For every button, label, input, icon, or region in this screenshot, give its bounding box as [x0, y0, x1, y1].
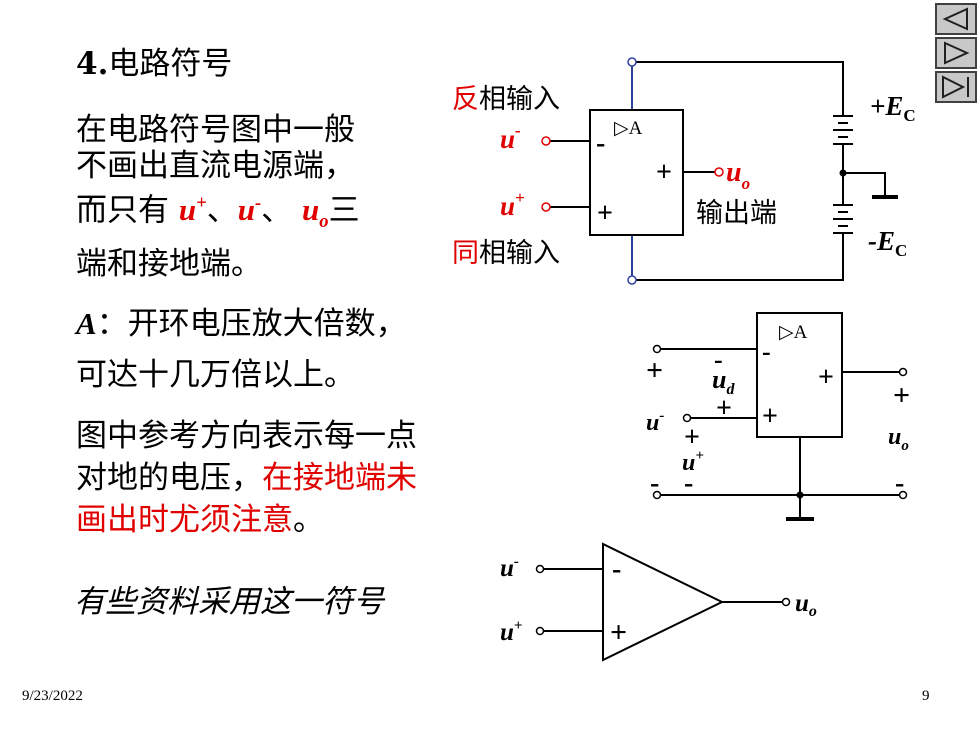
noninverting-input-label: 同相输入 [452, 238, 560, 268]
para3-line1: 图中参考方向表示每一点 [76, 418, 417, 454]
uo-label: uo [726, 157, 750, 193]
nav-end-button[interactable] [935, 71, 977, 103]
section-heading: 4.电路符号 [76, 46, 232, 82]
para3-line2-red: 在接地端未 [262, 460, 417, 496]
uplus-minus: - [684, 468, 693, 499]
ud-label: ud [712, 365, 735, 398]
tri-u-plus: u+ [500, 618, 522, 646]
para3-line3-end: 。 [293, 502, 324, 538]
left-minus: - [650, 468, 659, 499]
u-o: uo [302, 192, 329, 233]
u-plus: u+ [178, 192, 207, 228]
para1-line3-post: 三 [328, 192, 360, 229]
ec-positive-label: +EC [870, 91, 916, 125]
uplus-plus: + [684, 422, 700, 453]
para2-line1-text: ：开环电压放大倍数， [96, 306, 407, 342]
triangle-opamp-symbol: u- u+ - + uo [500, 542, 817, 662]
u-plus-2: u+ [682, 448, 704, 476]
heading-title: 电路符号 [108, 46, 233, 82]
para1-line2: 不画出直流电源端， [76, 148, 355, 184]
box2-label: ▷A [779, 322, 808, 343]
ec-negative-label: -EC [868, 226, 907, 260]
tri-plus: + [610, 616, 627, 649]
box-minus-sign: - [596, 128, 605, 159]
ud-plus: + [716, 393, 732, 424]
footer-date: 9/23/2022 [22, 688, 83, 704]
u-minus-2: u- [646, 408, 664, 436]
tri-minus: - [612, 554, 621, 585]
output-label: 输出端 [696, 198, 777, 228]
box2-minus: - [762, 337, 771, 366]
para2-line1: A：开环电压放大倍数， [76, 306, 407, 342]
box2-plus: + [762, 401, 778, 432]
para2-line2: 可达十几万倍以上。 [76, 357, 355, 393]
left-plus: + [646, 354, 663, 387]
uo-2: uo [888, 424, 909, 454]
u-minus: u- [237, 192, 262, 228]
para1-line3-pre: 而只有 [76, 192, 179, 229]
nav-back-button[interactable] [935, 3, 977, 35]
box-label: ▷A [614, 118, 643, 139]
back-icon [942, 7, 968, 31]
para3-line2-black: 对地的电压， [76, 460, 262, 496]
para1-line1: 在电路符号图中一般 [76, 112, 355, 148]
box2-out-plus: + [818, 362, 834, 393]
sep1: 、 [206, 192, 238, 229]
tri-u-minus: u- [500, 554, 519, 582]
para3-line3: 画出时尤须注意。 [76, 502, 324, 538]
para3-line3-red: 画出时尤须注意 [76, 502, 293, 538]
forward-icon [944, 41, 970, 65]
u-minus-label: u- [500, 121, 521, 154]
nav-forward-button[interactable] [935, 37, 977, 69]
heading-number: 4. [76, 46, 109, 82]
ud-minus: - [714, 345, 723, 374]
right-plus: + [893, 379, 910, 412]
footer-page-number: 9 [922, 688, 930, 704]
sep2: 、 [261, 192, 303, 229]
para4-line: 有些资料采用这一符号 [74, 584, 384, 620]
right-minus: - [895, 468, 904, 499]
opamp-supply-diagram: 反相输入 同相输入 u- u+ - + + ▷A uo 输出端 +EC -EC [452, 57, 916, 285]
box-plus-sign: + [597, 198, 613, 229]
reference-direction-diagram: ▷A - + + + - - ud + u- + u+ - + uo - [646, 312, 910, 521]
a-symbol: A [76, 306, 97, 341]
end-icon [942, 75, 969, 99]
box-out-plus: + [656, 157, 672, 188]
para1-line4: 端和接地端。 [76, 246, 262, 282]
para3-line2: 对地的电压，在接地端未 [76, 460, 417, 496]
u-plus-label: u+ [500, 188, 525, 221]
inverting-input-label: 反相输入 [452, 84, 560, 114]
para1-line3: 而只有 u+、u-、 uo三 [76, 186, 360, 241]
tri-uo: uo [795, 590, 817, 620]
